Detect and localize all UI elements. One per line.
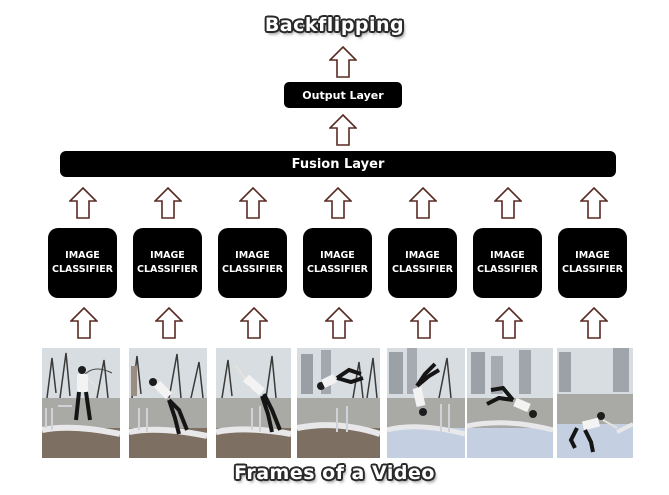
classifier-line-2: CLASSIFIER — [137, 264, 198, 275]
arrow-up-icon — [329, 46, 357, 78]
classifier-line-2: CLASSIFIER — [562, 264, 623, 275]
arrow-up-icon — [329, 114, 357, 146]
classifier-line-2: CLASSIFIER — [392, 264, 453, 275]
arrow-up-icon — [580, 307, 608, 339]
video-frame-4 — [297, 348, 380, 458]
classifier-line-2: CLASSIFIER — [52, 264, 113, 275]
arrow-up-icon — [239, 187, 267, 219]
image-classifier-box: IMAGE CLASSIFIER — [388, 228, 457, 298]
arrow-up-icon — [69, 187, 97, 219]
classifier-line-1: IMAGE — [235, 250, 270, 261]
video-frame-2 — [129, 348, 207, 458]
classifier-line-2: CLASSIFIER — [222, 264, 283, 275]
output-layer-box: Output Layer — [284, 82, 402, 108]
image-classifier-box: IMAGE CLASSIFIER — [303, 228, 372, 298]
video-frame-3 — [216, 348, 291, 458]
fusion-layer-box: Fusion Layer — [60, 151, 616, 177]
classifier-line-1: IMAGE — [320, 250, 355, 261]
arrow-up-icon — [324, 187, 352, 219]
classifier-line-1: IMAGE — [405, 250, 440, 261]
image-classifier-box: IMAGE CLASSIFIER — [473, 228, 542, 298]
arrow-up-icon — [70, 307, 98, 339]
arrow-up-icon — [409, 187, 437, 219]
arrow-up-icon — [410, 307, 438, 339]
image-classifier-box: IMAGE CLASSIFIER — [133, 228, 202, 298]
classifier-line-1: IMAGE — [65, 250, 100, 261]
classifier-line-1: IMAGE — [150, 250, 185, 261]
video-frame-6 — [467, 348, 553, 458]
video-frame-5 — [387, 348, 465, 458]
image-classifier-box: IMAGE CLASSIFIER — [218, 228, 287, 298]
arrow-up-icon — [155, 307, 183, 339]
video-frame-7 — [557, 348, 633, 458]
image-classifier-box: IMAGE CLASSIFIER — [558, 228, 627, 298]
arrow-up-icon — [494, 187, 522, 219]
arrow-up-icon — [240, 307, 268, 339]
output-class-label: Backflipping — [264, 14, 405, 36]
arrow-up-icon — [325, 307, 353, 339]
classifier-line-2: CLASSIFIER — [307, 264, 368, 275]
arrow-up-icon — [495, 307, 523, 339]
arrow-up-icon — [154, 187, 182, 219]
classifier-line-1: IMAGE — [490, 250, 525, 261]
video-frame-1 — [42, 348, 120, 458]
arrow-up-icon — [580, 187, 608, 219]
classifier-line-2: CLASSIFIER — [477, 264, 538, 275]
input-frames-label: Frames of a Video — [234, 462, 435, 484]
image-classifier-box: IMAGE CLASSIFIER — [48, 228, 117, 298]
classifier-line-1: IMAGE — [575, 250, 610, 261]
